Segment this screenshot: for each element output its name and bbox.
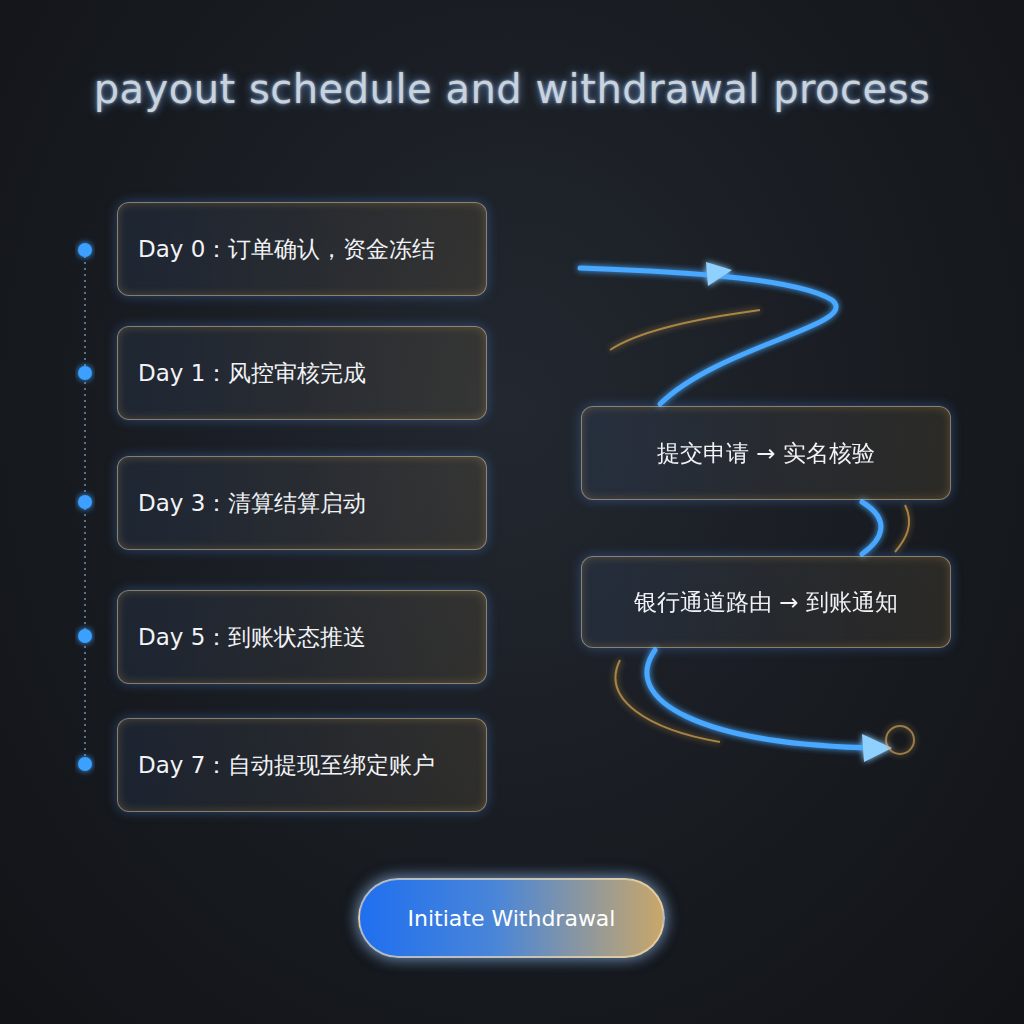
node-text: Day 5：到账状态推送 — [118, 622, 366, 653]
timeline-step: Day 7：自动提现至绑定账户 — [117, 718, 487, 812]
node-text: Day 1：风控审核完成 — [118, 358, 366, 389]
timeline-step: Day 5：到账状态推送 — [117, 590, 487, 684]
wave-arrow — [580, 262, 914, 762]
node-text: 提交申请 → 实名核验 — [657, 438, 875, 469]
action-button: Initiate Withdrawal — [358, 878, 665, 958]
timeline-dots — [78, 243, 92, 771]
timeline-step: Day 3：清算结算启动 — [117, 456, 487, 550]
node-text: 银行通道路由 → 到账通知 — [634, 587, 898, 618]
node-text: Day 3：清算结算启动 — [118, 488, 366, 519]
node-text: Day 0：订单确认，资金冻结 — [118, 234, 435, 265]
diagram-title: payout schedule and withdrawal process — [0, 66, 1024, 112]
process-step: 提交申请 → 实名核验 — [581, 406, 951, 500]
process-step: 银行通道路由 → 到账通知 — [581, 556, 951, 648]
timeline-step: Day 1：风控审核完成 — [117, 326, 487, 420]
node-text: Day 7：自动提现至绑定账户 — [118, 750, 435, 781]
node-text: Initiate Withdrawal — [408, 906, 616, 931]
timeline-step: Day 0：订单确认，资金冻结 — [117, 202, 487, 296]
